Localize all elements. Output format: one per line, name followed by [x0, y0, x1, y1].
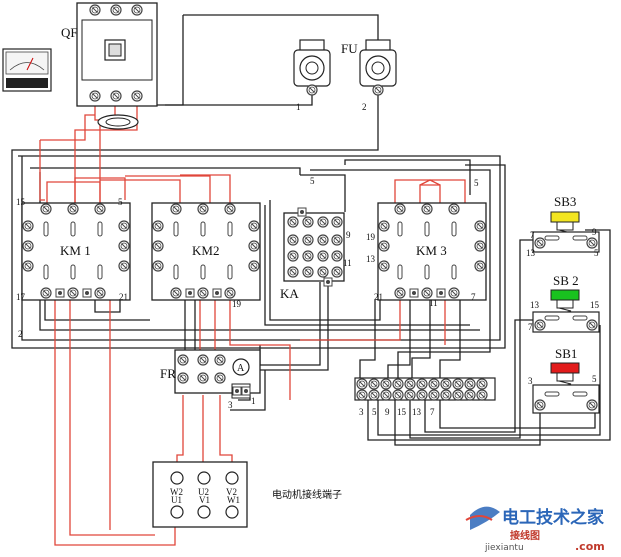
strip-label: 9	[385, 407, 390, 417]
sb1-button: SB1 3 5	[528, 346, 600, 414]
watermark-com: .com	[575, 540, 605, 553]
terminal-label: 15	[16, 197, 26, 207]
motor-terminal-label: U1	[171, 495, 182, 505]
ka-label: KA	[280, 286, 299, 301]
qf-breaker: QF	[61, 2, 158, 107]
sb2-label: SB 2	[553, 273, 579, 288]
logo-swoosh-icon	[470, 506, 500, 530]
terminal-label: 5	[474, 178, 479, 188]
ka-relay: KA 5 9 11	[280, 176, 352, 301]
terminal-label: 11	[343, 258, 352, 268]
motor-terminal-label: W1	[227, 495, 240, 505]
fr-label: FR	[160, 366, 176, 381]
ammeter	[2, 48, 52, 92]
watermark-cn: 接线图	[510, 529, 540, 542]
terminal-label: 17	[16, 292, 26, 302]
terminal-label: 15	[590, 300, 600, 310]
motor-caption: 电动机接线端子	[272, 488, 342, 501]
terminal-label: 7	[471, 292, 476, 302]
watermark-title: 电工技术之家	[502, 507, 604, 528]
fu-num-1: 1	[296, 102, 301, 112]
terminal-label: 21	[119, 292, 128, 302]
strip-label: 5	[372, 407, 377, 417]
strip-label: 13	[412, 407, 422, 417]
terminal-label: 19	[366, 232, 376, 242]
km3-contactor: KM 3 19 13 5 21 11 7	[366, 178, 487, 308]
km2-label: KM2	[192, 243, 219, 258]
motor-terminal-label: V1	[199, 495, 210, 505]
svg-text:A: A	[237, 363, 245, 374]
fu-label: FU	[341, 41, 358, 56]
km2-contactor: KM2 19	[151, 202, 261, 309]
terminal-label: 1	[251, 396, 256, 406]
fuse-2: 2	[359, 39, 397, 112]
terminal-label: 5	[118, 197, 123, 207]
terminal-label: 19	[232, 299, 242, 309]
terminal-label: 9	[346, 230, 351, 240]
fr-thermal-relay: A FR 3 1	[160, 349, 261, 410]
terminal-strip: 3 5 9 15 13 7	[354, 377, 496, 417]
sb3-label: SB3	[554, 194, 576, 209]
terminal-label: 11	[429, 298, 438, 308]
terminal-label: 5	[310, 176, 315, 186]
terminal-label: 13	[530, 300, 540, 310]
sb3-button: SB3 7 9 13 5	[526, 194, 600, 258]
current-transformer	[97, 114, 139, 130]
km1-label: KM 1	[60, 243, 91, 258]
terminal-label: 5	[594, 248, 599, 258]
terminal-label: 3	[228, 400, 233, 410]
red-wiring	[39, 100, 466, 546]
fuse-1: 1	[293, 39, 331, 112]
strip-label: 3	[359, 407, 364, 417]
terminal-label: 5	[592, 374, 597, 384]
strip-label: 7	[430, 407, 435, 417]
watermark-site: jiexiantu	[484, 543, 524, 553]
motor-terminal-label: U2	[198, 487, 209, 497]
motor-terminal-box: W2 U2 V2 U1 V1 W1	[152, 461, 248, 528]
terminal-label: 7	[530, 230, 535, 240]
qf-label: QF	[61, 25, 78, 40]
strip-label: 15	[397, 407, 407, 417]
terminal-label: 3	[528, 376, 533, 386]
km3-label: KM 3	[416, 243, 447, 258]
terminal-label: 13	[366, 254, 376, 264]
km1-contactor: KM 1 15 5 17 21	[16, 197, 131, 302]
sb2-button: SB 2 13 15 7	[528, 273, 600, 333]
terminal-label: 21	[374, 292, 383, 302]
terminal-label: 9	[592, 227, 597, 237]
motor-terminal-label: V2	[226, 487, 237, 497]
fu-num-2: 2	[362, 102, 367, 112]
terminal-label: 7	[528, 322, 533, 332]
terminal-label: 13	[526, 248, 536, 258]
motor-terminal-label: W2	[170, 487, 183, 497]
terminal-label: 2	[18, 329, 23, 339]
sb1-label: SB1	[555, 346, 577, 361]
watermark-logo: 电工技术之家 jiexiantu 接线图 .com	[465, 506, 605, 553]
